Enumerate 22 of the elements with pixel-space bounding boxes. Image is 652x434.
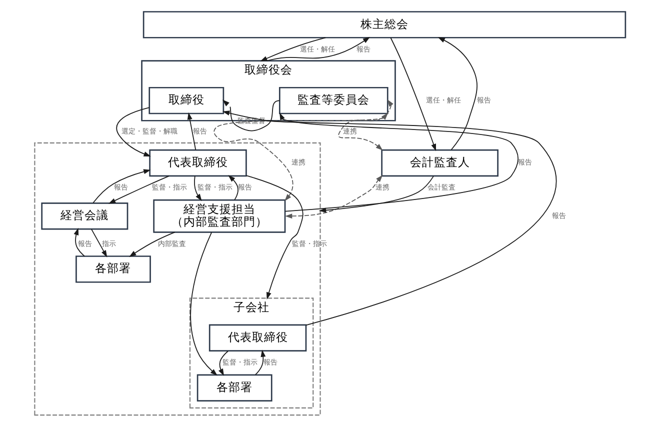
edge-label: 内部監査 [158,238,186,248]
edge-label: 監督・指示 [196,182,232,192]
edge-label: 連携 [290,158,305,167]
edge-label: 監督・指示 [292,238,327,248]
edge-label: 連携 [374,182,389,192]
edge-label: 会計監査 [427,182,456,192]
edge-label: 選任・解任 [425,95,460,104]
edge-label: 選任・解任 [300,44,335,54]
edge-label: 報告 [78,238,92,248]
edge-label: 報告 [518,158,532,167]
edge-label: 報告 [476,95,490,104]
edge-label: 指示 [102,238,116,248]
edge-label: 監督・指示 [222,358,257,367]
edge-label: 報告 [113,182,128,192]
edge-label: 連携 [342,126,357,136]
edge-label: 報告 [551,210,566,220]
edge-label: 報告 [237,182,252,192]
edge-label: 報告 [263,358,278,367]
edge-label: 報告 [356,44,370,54]
edge-label: 選定・監督・解職 [120,126,177,136]
edge-label: 報告 [192,126,207,136]
edge-label: 監督・指示 [151,182,186,192]
